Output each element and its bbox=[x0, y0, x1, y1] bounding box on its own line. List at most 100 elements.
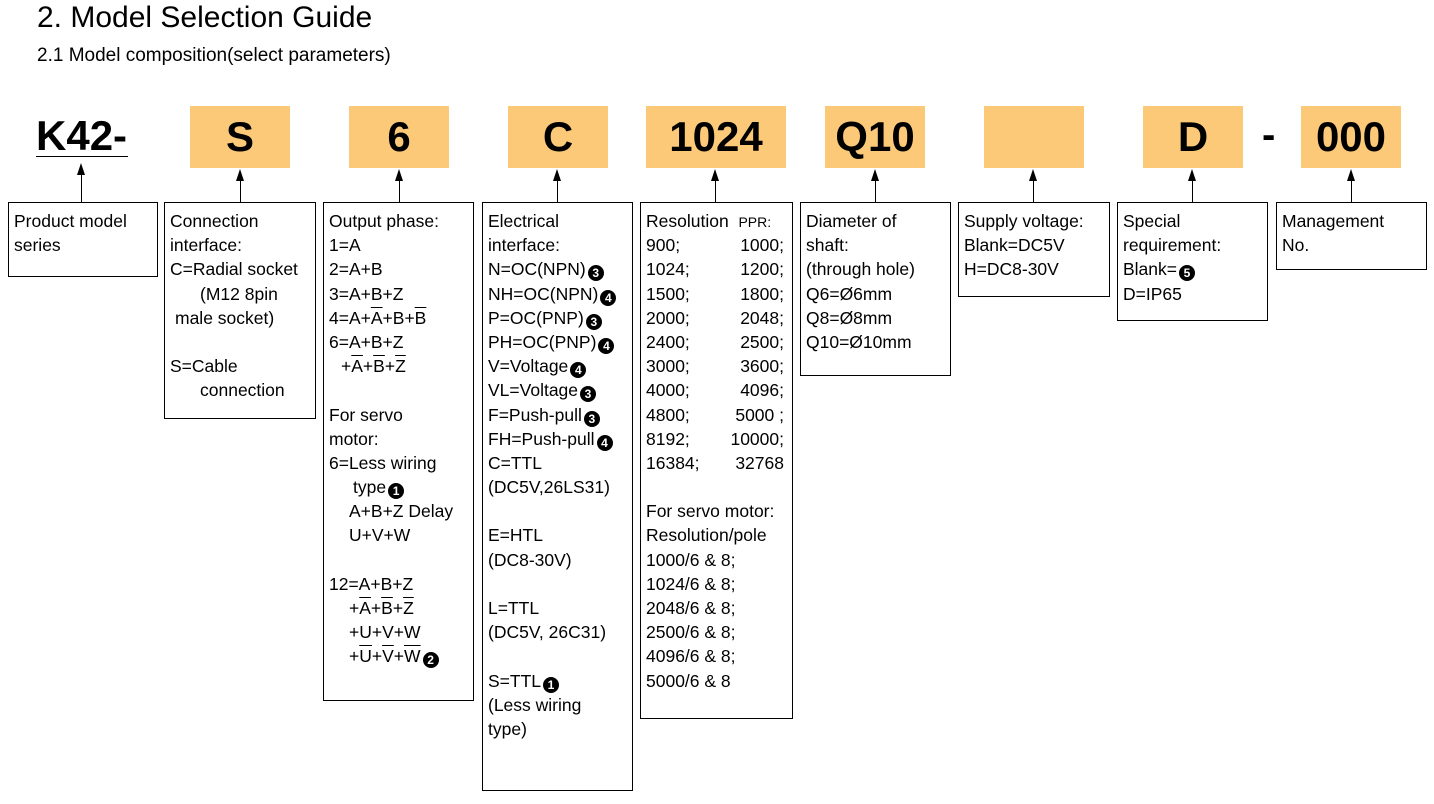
series-code: K42- bbox=[36, 112, 128, 159]
connection-line-6: S=Cable bbox=[170, 356, 238, 377]
resolution-servo-value: 4096/6 & 8; bbox=[646, 646, 736, 667]
resolution-servo-value: 2048/6 & 8; bbox=[646, 598, 736, 618]
note-1-icon: 1 bbox=[388, 483, 405, 500]
voltage-line-1: Supply voltage: bbox=[964, 211, 1084, 231]
arrow-line-electrical bbox=[557, 180, 558, 202]
electrical-line-nh: NH=OC(NPN)4 bbox=[488, 282, 628, 306]
resolution-value: 4800; bbox=[646, 404, 690, 425]
electrical-line-s2: (Less wiring bbox=[488, 694, 582, 715]
output-line-2: 1=A bbox=[329, 235, 361, 256]
section-subtitle: 2.1 Model composition(select parameters) bbox=[37, 45, 391, 66]
resolution-value: 4000; bbox=[646, 380, 690, 401]
resolution-value: 3000; bbox=[646, 356, 690, 377]
electrical-line-n: N=OC(NPN)3 bbox=[488, 257, 628, 282]
resolution-value: 3600; bbox=[740, 356, 784, 377]
note-3-icon: 3 bbox=[585, 313, 602, 330]
electrical-line-ph: PH=OC(PNP)4 bbox=[488, 330, 628, 354]
info-box-connection: Connection interface: C=Radial socket (M… bbox=[164, 202, 316, 419]
connection-line-4: (M12 8pin bbox=[200, 283, 278, 304]
resolution-header: Resolution PPR: bbox=[646, 211, 772, 231]
code-box-special: D bbox=[1143, 106, 1243, 168]
resolution-servo-value: 1000/6 & 8; bbox=[646, 549, 736, 570]
resolution-servo-value: 5000/6 & 8 bbox=[646, 670, 731, 691]
output-line-13: U+V+W bbox=[349, 525, 411, 546]
resolution-value: 4096; bbox=[740, 380, 784, 401]
arrow-management bbox=[1347, 169, 1355, 181]
voltage-line-2: Blank=DC5V bbox=[964, 235, 1065, 256]
resolution-value: 1024; bbox=[646, 259, 690, 280]
shaft-line-1: Diameter of bbox=[806, 211, 897, 231]
resolution-value: 32768 bbox=[735, 452, 784, 473]
resolution-value: 1000; bbox=[740, 235, 784, 256]
output-line-6: 6=A+B+Z bbox=[329, 331, 404, 352]
shaft-line-2: shaft: bbox=[806, 235, 849, 256]
info-box-electrical: Electrical interface: N=OC(NPN)3 NH=OC(N… bbox=[482, 202, 633, 791]
note-1-icon: 1 bbox=[543, 676, 560, 693]
arrow-line-product bbox=[81, 174, 82, 202]
resolution-value: 900; bbox=[646, 235, 681, 256]
resolution-servo-value: 1024/6 & 8; bbox=[646, 573, 736, 594]
arrow-connection bbox=[236, 169, 244, 181]
code-box-voltage bbox=[984, 106, 1084, 168]
product-line-2: series bbox=[14, 235, 61, 256]
output-line-10: 6=Less wiring bbox=[329, 452, 437, 473]
resolution-servo-value: 2500/6 & 8; bbox=[646, 622, 736, 643]
voltage-line-3: H=DC8-30V bbox=[964, 259, 1059, 280]
arrow-line-voltage bbox=[1033, 180, 1034, 202]
note-4-icon: 4 bbox=[596, 434, 613, 451]
info-box-resolution: Resolution PPR: 900;1000;1024;1200;1500;… bbox=[640, 202, 793, 719]
connection-line-2: interface: bbox=[170, 235, 242, 256]
management-line-2: No. bbox=[1282, 235, 1310, 256]
arrow-line-shaft bbox=[875, 180, 876, 202]
connection-line-5: male socket) bbox=[175, 307, 275, 328]
page-title: 2. Model Selection Guide bbox=[37, 1, 373, 34]
resolution-value: 10000; bbox=[730, 428, 784, 449]
info-box-shaft: Diameter of shaft: (through hole) Q6=Ø6m… bbox=[800, 202, 951, 376]
connection-line-7: connection bbox=[200, 380, 285, 401]
note-3-icon: 3 bbox=[587, 265, 604, 282]
note-2-icon: 2 bbox=[422, 652, 439, 669]
arrow-line-special bbox=[1192, 180, 1193, 202]
special-line-1: Special bbox=[1123, 211, 1181, 231]
resolution-value: 5000 ; bbox=[735, 404, 784, 425]
output-line-7: +A+B+Z bbox=[341, 356, 406, 377]
resolution-servo-list: 1000/6 & 8; 1024/6 & 8; 2048/6 & 8; 2500/6 … bbox=[646, 548, 788, 693]
special-line-3: Blank=5 bbox=[1123, 257, 1263, 282]
output-line-8: For servo bbox=[329, 404, 403, 425]
shaft-line-5: Q8=Ø8mm bbox=[806, 307, 893, 328]
info-box-output-phase: Output phase: 1=A 2=A+B 3=A+B+Z 4=A+A+B+… bbox=[323, 202, 474, 701]
arrow-line-output bbox=[399, 180, 400, 202]
resolution-value: 2000; bbox=[646, 307, 690, 328]
code-box-management: 000 bbox=[1301, 106, 1401, 168]
shaft-line-4: Q6=Ø6mm bbox=[806, 283, 893, 304]
resolution-value-grid: 900;1000;1024;1200;1500;1800;2000;2048;2… bbox=[646, 233, 788, 475]
special-line-2: requirement: bbox=[1123, 235, 1222, 256]
note-3-icon: 3 bbox=[583, 410, 600, 427]
resolution-value: 1200; bbox=[740, 259, 784, 280]
electrical-line-e1: E=HTL bbox=[488, 525, 543, 546]
product-line-1: Product model bbox=[14, 211, 127, 231]
output-line-12: A+B+Z Delay bbox=[349, 501, 454, 522]
arrow-special bbox=[1188, 169, 1196, 181]
electrical-line-1: Electrical bbox=[488, 211, 559, 231]
code-box-shaft: Q10 bbox=[825, 106, 925, 168]
electrical-line-c2: (DC5V,26LS31) bbox=[488, 477, 610, 498]
management-line-1: Management bbox=[1282, 211, 1385, 231]
electrical-line-e2: (DC8-30V) bbox=[488, 549, 572, 570]
resolution-value: 2500; bbox=[740, 331, 784, 352]
output-line-14: 12=A+B+Z bbox=[329, 573, 414, 594]
arrow-product bbox=[77, 163, 85, 175]
output-line-4: 3=A+B+Z bbox=[329, 283, 404, 304]
electrical-line-c1: C=TTL bbox=[488, 452, 542, 473]
resolution-servo-1: For servo motor: bbox=[646, 501, 775, 522]
series-underline bbox=[36, 156, 128, 157]
shaft-line-3: (through hole) bbox=[806, 259, 915, 280]
electrical-line-l1: L=TTL bbox=[488, 598, 540, 618]
resolution-value: 2048; bbox=[740, 307, 784, 328]
